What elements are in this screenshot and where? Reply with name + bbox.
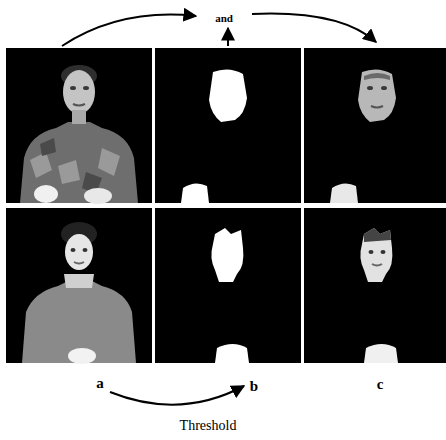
- input-photo: [6, 48, 152, 204]
- operation-label: and: [215, 13, 233, 24]
- masked-face: [304, 208, 446, 363]
- flow-arrow: [227, 28, 229, 46]
- input-photo: [6, 208, 152, 364]
- step-label: Threshold: [180, 419, 237, 433]
- column-label: c: [377, 377, 384, 392]
- threshold-arrow: [110, 386, 244, 405]
- column-label: a: [96, 376, 104, 391]
- flow-arrow: [62, 15, 196, 46]
- column-label: b: [250, 379, 258, 394]
- skin-mask: [155, 208, 301, 363]
- masked-face: [304, 48, 446, 203]
- skin-mask: [155, 48, 301, 203]
- flow-arrow: [252, 14, 376, 42]
